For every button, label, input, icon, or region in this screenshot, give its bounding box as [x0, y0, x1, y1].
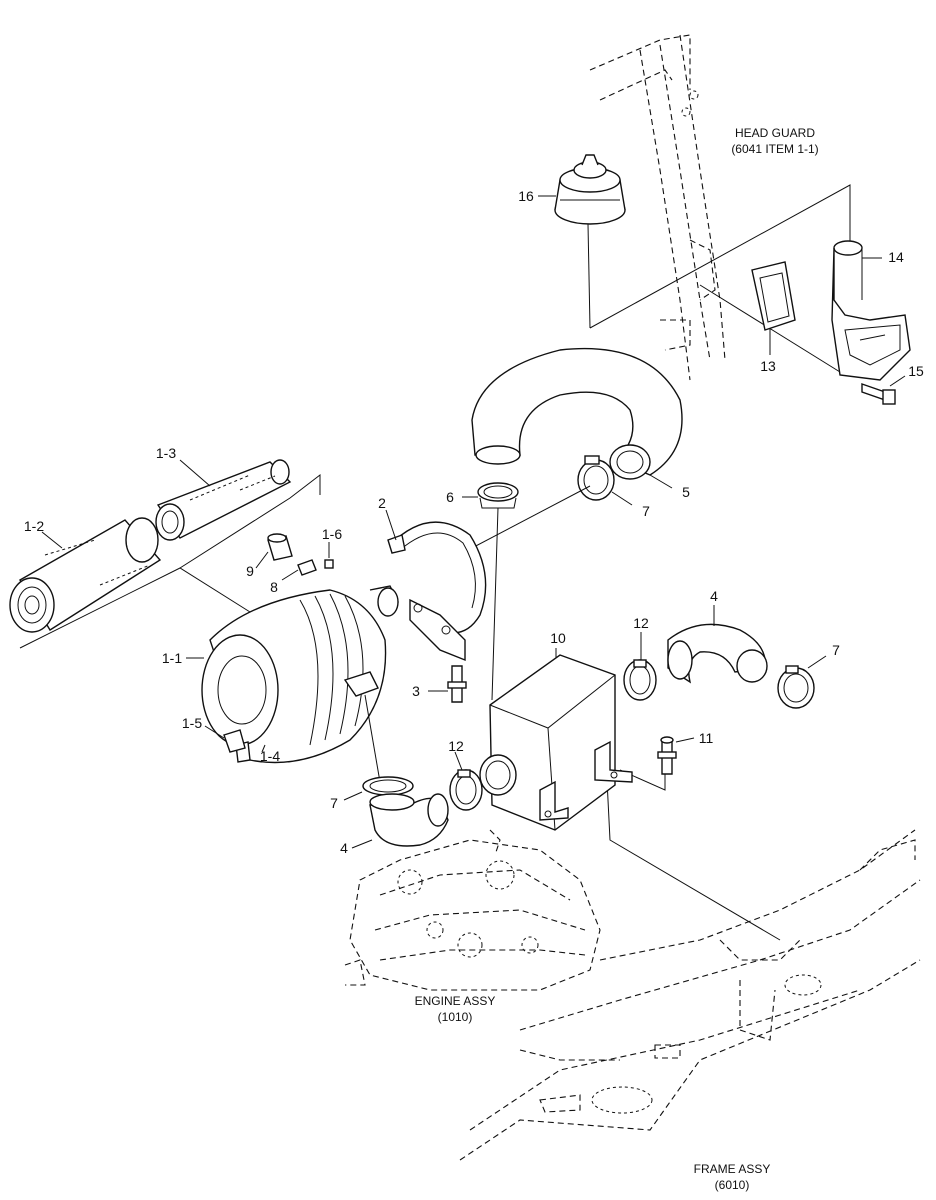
callout-7-lower-left: 7: [330, 795, 338, 811]
bolt-11: [657, 736, 677, 775]
bolt-15: [861, 383, 896, 405]
elbow-hose-upper: [667, 623, 768, 684]
clamp-7-right: [777, 665, 815, 709]
callout-1-2: 1-2: [24, 518, 44, 534]
precleaner-cap: [554, 154, 626, 329]
intake-pipe: [831, 240, 911, 381]
outer-filter: [9, 517, 162, 633]
frame-assy-ref: (6010): [715, 1178, 750, 1192]
connector-8: [297, 559, 317, 576]
frame-assy-label: FRAME ASSY: [694, 1162, 771, 1176]
callout-1-3: 1-3: [156, 445, 176, 461]
elbow-hose-lower: [369, 793, 449, 847]
callout-10: 10: [550, 630, 566, 646]
callout-14: 14: [888, 249, 904, 265]
clamp-6: [477, 482, 519, 509]
bolt-3: [447, 665, 467, 703]
mounting-band: [387, 521, 487, 662]
fitting-1-6: [324, 559, 334, 569]
callout-9: 9: [246, 563, 254, 579]
callout-12-lower: 12: [448, 738, 464, 754]
callout-1-6: 1-6: [322, 526, 342, 542]
gasket: [751, 261, 796, 331]
engine-assy-structure: [344, 829, 601, 991]
air-cleaner-body: [201, 585, 399, 764]
callout-3: 3: [412, 683, 420, 699]
engine-assy-label: ENGINE ASSY: [415, 994, 496, 1008]
head-guard-label: HEAD GUARD: [735, 126, 815, 140]
callout-1-1: 1-1: [162, 650, 182, 666]
callout-8: 8: [270, 579, 278, 595]
callout-7-upper: 7: [642, 503, 650, 519]
clamp-12-lower: [449, 769, 483, 811]
engine-assy-ref: (1010): [438, 1010, 473, 1024]
callout-12-upper: 12: [633, 615, 649, 631]
callout-11: 11: [699, 730, 714, 746]
callout-16: 16: [518, 188, 534, 204]
clamp-12-upper: [623, 659, 657, 701]
callout-4-lower: 4: [340, 840, 348, 856]
inner-filter: [155, 459, 292, 541]
callout-2: 2: [378, 495, 386, 511]
clamp-7-lower-left: [362, 776, 414, 796]
callout-7-right: 7: [832, 642, 840, 658]
head-guard-ref: (6041 ITEM 1-1): [731, 142, 818, 156]
intake-hose-ubend: [471, 347, 683, 480]
clamp-7-upper: [577, 455, 615, 501]
callout-1-4: 1-4: [260, 748, 280, 764]
callout-15: 15: [908, 363, 924, 379]
intake-box: [479, 654, 633, 831]
callout-1-5: 1-5: [182, 715, 202, 731]
callout-6: 6: [446, 489, 454, 505]
head-guard-structure: [589, 34, 726, 381]
restriction-indicator: [267, 533, 293, 561]
vacuator-valve: [223, 729, 246, 753]
callout-4-upper: 4: [710, 588, 718, 604]
frame-assy-structure: [459, 829, 921, 1161]
callout-13: 13: [760, 358, 776, 374]
callout-5: 5: [682, 484, 690, 500]
